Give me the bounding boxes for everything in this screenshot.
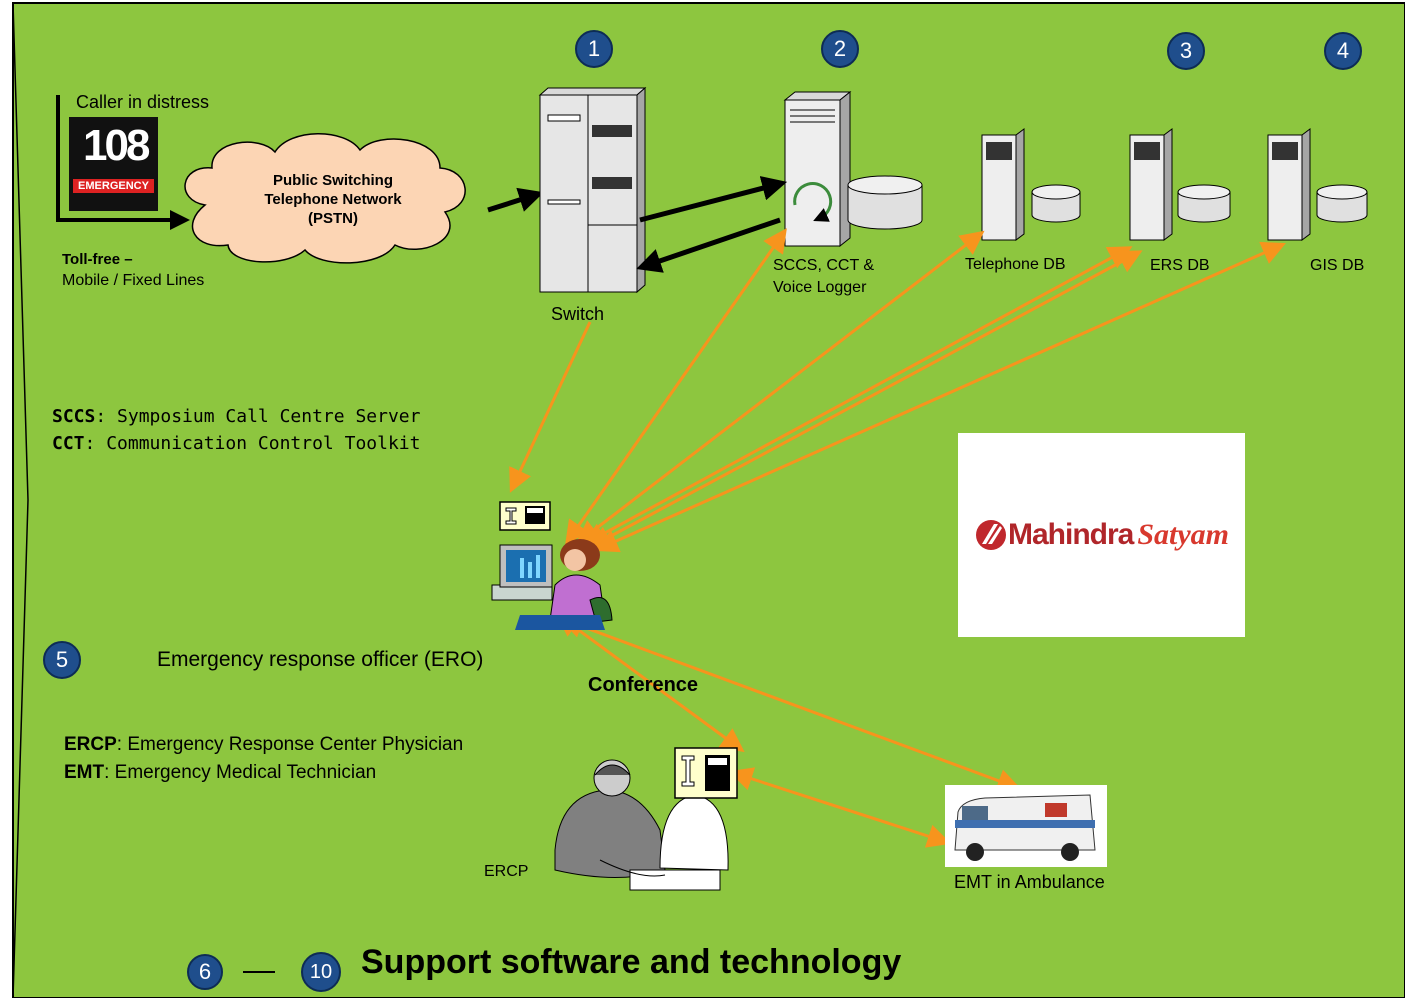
pstn-line2: Telephone Network: [264, 191, 402, 208]
switch-to-sccs-arrow: [639, 176, 788, 223]
ercp-label: ERCP: [484, 863, 529, 880]
caller-label: Caller in distress: [76, 92, 210, 112]
mahindra-satyam-emblem-icon: [975, 520, 1006, 550]
glossary-sccs: SCCS: Symposium Call Centre Server: [52, 406, 420, 427]
switch-label: Switch: [551, 304, 605, 324]
sccs-server-icon: [783, 90, 923, 248]
ers-db-server-icon: [1129, 128, 1231, 241]
ercp-phone-icon: [674, 747, 738, 799]
conference-label: Conference: [588, 674, 699, 696]
tollfree-label: Toll-free –: [62, 251, 133, 268]
glossary-emt-abbr: EMT: [64, 762, 105, 783]
step-badge-5: 5: [43, 641, 81, 679]
sccs-label-line1: SCCS, CCT &: [773, 257, 875, 274]
emblem-text: EMERGENCY: [73, 179, 154, 193]
glossary-sccs-def: : Symposium Call Centre Server: [95, 406, 421, 427]
step-badge-2: 2: [821, 30, 859, 68]
pstn-to-switch-arrow: [487, 187, 544, 213]
glossary-cct: CCT: Communication Control Toolkit: [52, 433, 420, 454]
step-badge-6: 6: [187, 954, 223, 990]
glossary-cct-abbr: CCT: [52, 433, 85, 454]
ero-phone-icon: [499, 501, 551, 531]
orange-connectors: [509, 228, 1286, 848]
left-edge-line: [12, 2, 29, 998]
ero-operator-icon: [491, 539, 613, 630]
logo-mahindra-text: Mahindra: [1007, 518, 1134, 551]
ambulance-icon: [945, 785, 1107, 867]
glossary-ercp-abbr: ERCP: [64, 734, 117, 755]
step-badge-3: 3: [1167, 32, 1205, 70]
sccs-label-line2: Voice Logger: [773, 279, 867, 296]
step-badge-4: 4: [1324, 32, 1362, 70]
step-badge-1: 1: [575, 30, 613, 68]
glossary-ercp-def: : Emergency Response Center Physician: [116, 734, 464, 755]
switch-icon: [538, 86, 647, 294]
mahindra-satyam-logo: Mahindra Satyam: [958, 433, 1245, 637]
step-badge-10: 10: [301, 952, 341, 992]
glossary-cct-def: : Communication Control Toolkit: [84, 433, 421, 454]
telephone-db-label: Telephone DB: [965, 256, 1066, 273]
pstn-line3: (PSTN): [308, 210, 358, 227]
logo-satyam-text: Satyam: [1137, 518, 1230, 551]
emt-ambulance-label: EMT in Ambulance: [954, 872, 1105, 892]
telephone-db-server-icon: [981, 128, 1081, 241]
ers-db-label: ERS DB: [1150, 257, 1210, 274]
pstn-cloud-icon: [184, 133, 466, 264]
gis-db-server-icon: [1267, 128, 1368, 241]
gis-db-label: GIS DB: [1310, 257, 1365, 274]
ero-label: Emergency response officer (ERO): [157, 648, 484, 671]
glossary-emt-def: : Emergency Medical Technician: [104, 762, 377, 783]
badge-range-dash: [243, 971, 275, 973]
footer-title: Support software and technology: [361, 943, 902, 981]
emblem-number: 108: [83, 121, 150, 170]
emergency-108-logo: 108 EMERGENCY: [69, 117, 158, 211]
caller-arrow: [56, 95, 190, 230]
glossary-sccs-abbr: SCCS: [52, 406, 96, 427]
glossary-emt: EMT: Emergency Medical Technician: [64, 762, 376, 784]
ercp-doctor-icon: [554, 759, 729, 891]
pstn-line1: Public Switching: [272, 172, 393, 189]
glossary-ercp: ERCP: Emergency Response Center Physicia…: [64, 734, 463, 756]
tollfree-lines-label: Mobile / Fixed Lines: [62, 272, 205, 289]
